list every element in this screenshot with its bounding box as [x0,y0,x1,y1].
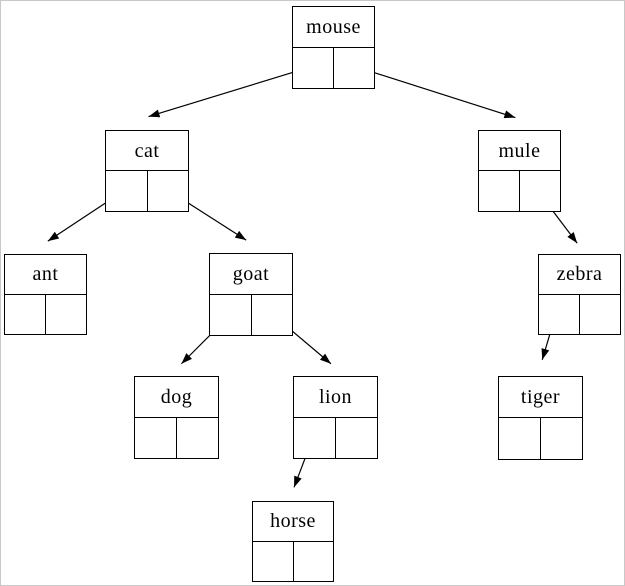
tree-node-mouse: mouse [292,6,375,89]
node-label-mouse: mouse [293,7,374,48]
left-pointer-cell [210,294,252,335]
node-pointer-cells [5,294,86,335]
tree-node-ant: ant [4,254,87,335]
edge-mouse-left-cat [148,66,312,118]
node-pointer-cells [210,294,293,336]
node-label-zebra: zebra [539,255,620,295]
tree-node-cat: cat [105,130,189,212]
node-label-dog: dog [135,377,218,418]
tree-node-mule: mule [478,130,561,212]
node-label-mule: mule [479,131,560,171]
right-pointer-cell [336,418,377,459]
right-pointer-cell [580,295,620,335]
left-pointer-cell [253,541,294,581]
right-pointer-cell [46,295,86,335]
left-pointer-cell [5,294,46,334]
left-pointer-cell [106,171,148,211]
node-label-lion: lion [294,377,377,418]
left-pointer-cell [294,417,336,458]
right-pointer-cell [177,418,218,459]
node-label-goat: goat [210,254,292,295]
right-pointer-cell [334,48,374,89]
tree-node-horse: horse [252,501,334,582]
node-pointer-cells [479,171,560,211]
edge-mouse-right-mule [352,65,516,119]
node-label-horse: horse [253,502,333,542]
right-pointer-cell [541,418,582,459]
node-pointer-cells [539,294,620,335]
right-pointer-cell [148,171,189,211]
node-pointer-cells [135,417,218,459]
tree-node-dog: dog [134,376,219,459]
node-pointer-cells [294,417,377,459]
tree-node-zebra: zebra [538,254,621,335]
tree-node-lion: lion [293,376,378,459]
node-label-ant: ant [5,255,86,295]
left-pointer-cell [135,417,177,458]
node-pointer-cells [106,171,188,211]
tree-node-goat: goat [209,253,293,336]
right-pointer-cell [520,171,560,211]
node-label-cat: cat [106,131,188,171]
node-pointer-cells [253,541,334,582]
left-pointer-cell [293,47,334,88]
node-pointer-cells [293,47,374,89]
right-pointer-cell [294,542,334,582]
left-pointer-cell [499,418,541,459]
node-pointer-cells [499,418,582,459]
right-pointer-cell [252,295,293,336]
tree-node-tiger: tiger [498,376,583,460]
node-label-tiger: tiger [499,377,582,418]
left-pointer-cell [539,294,580,334]
left-pointer-cell [479,171,520,211]
